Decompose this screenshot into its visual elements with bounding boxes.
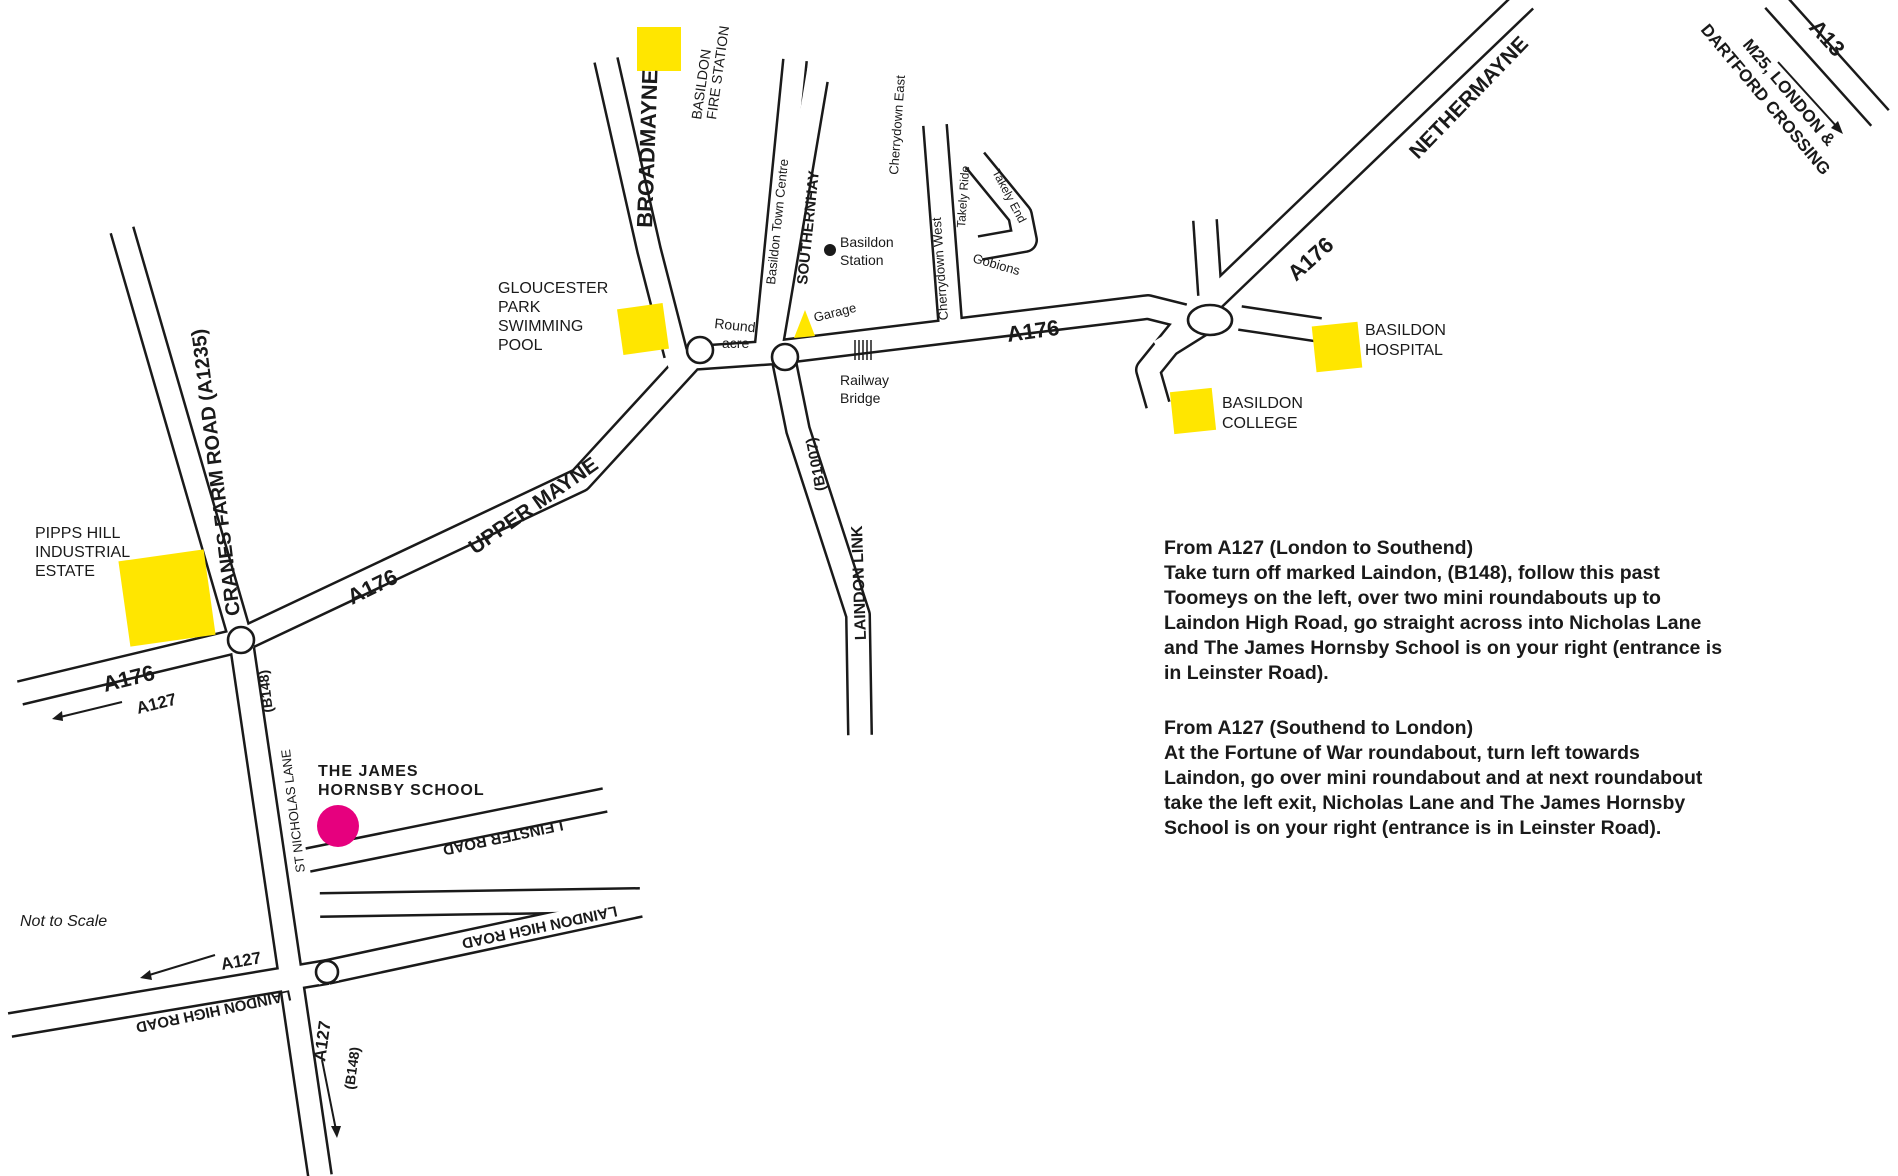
label-school-1: THE JAMES: [318, 763, 419, 780]
roundabout-cranes-farm: [226, 625, 256, 655]
label-basildon-station-1: Basildon: [840, 234, 894, 250]
not-to-scale-note: Not to Scale: [20, 913, 108, 930]
label-hospital-1: BASILDON: [1365, 322, 1446, 339]
college-marker: [1169, 387, 1217, 435]
pipps-hill-marker: [118, 549, 216, 647]
label-hospital-2: HOSPITAL: [1365, 342, 1443, 359]
basildon-station-dot: [824, 244, 836, 256]
label-college-2: COLLEGE: [1222, 415, 1298, 432]
label-pipps-1: PIPPS HILL: [35, 525, 120, 542]
label-gloucester-2: PARK: [498, 299, 541, 316]
label-roundacre-1: Round: [714, 315, 757, 335]
label-pipps-2: INDUSTRIAL: [35, 544, 130, 561]
label-gloucester-3: SWIMMING: [498, 318, 583, 335]
label-railway-bridge-1: Railway: [840, 372, 889, 388]
garage-marker: [794, 310, 815, 338]
label-gloucester-4: POOL: [498, 337, 543, 354]
hospital-marker: [1311, 321, 1363, 373]
school-marker: [317, 805, 359, 847]
fire-station-marker: [637, 27, 681, 71]
road-label-a127-south-west: A127: [219, 948, 262, 974]
roundabouts: [226, 303, 1234, 985]
directions-body-2: At the Fortune of War roundabout, turn l…: [1164, 742, 1703, 839]
label-pipps-3: ESTATE: [35, 563, 95, 580]
roundabout-nethermayne: [1186, 303, 1234, 337]
roundabout-southernhay: [770, 342, 800, 372]
poi-markers: [118, 27, 1363, 847]
directions-panel: From A127 (London to Southend) Take turn…: [1164, 536, 1724, 871]
label-school-2: HORNSBY SCHOOL: [318, 782, 485, 799]
railway-bridge-hatch: [854, 340, 872, 360]
label-railway-bridge-2: Bridge: [840, 390, 881, 406]
label-college-1: BASILDON: [1222, 395, 1303, 412]
label-gloucester-1: GLOUCESTER: [498, 280, 608, 297]
road-label-b148-north: (B148): [255, 669, 276, 713]
road-label-a127-west: A127: [134, 690, 178, 718]
directions-title-2: From A127 (Southend to London): [1164, 717, 1474, 739]
roundabout-laindon-high-road: [314, 959, 340, 985]
road-label-cherrydown-east: Cherrydown East: [886, 74, 908, 175]
direction-arrows: [52, 61, 1843, 1138]
directions-body-1: Take turn off marked Laindon, (B148), fo…: [1164, 562, 1723, 684]
roundabout-roundacre: [685, 335, 715, 365]
road-label-laindon-link: LAINDON LINK: [849, 525, 870, 641]
gloucester-park-marker: [617, 303, 669, 355]
label-basildon-station-2: Station: [840, 252, 884, 268]
road-label-cherrydown-west: Cherrydown West: [929, 217, 951, 321]
road-label-b148-south: (B148): [341, 1046, 363, 1091]
label-roundacre-2: acre: [722, 335, 749, 351]
directions-title-1: From A127 (London to Southend): [1164, 537, 1474, 559]
label-garage: Garage: [812, 300, 858, 325]
road-label-takely-ride: Takely Ride: [954, 165, 972, 228]
road-label-broadmayne: BROADMAYNE: [632, 69, 663, 228]
road-label-a127-south: A127: [310, 1020, 334, 1063]
road-label-upper-mayne: UPPER MAYNE: [465, 453, 603, 559]
